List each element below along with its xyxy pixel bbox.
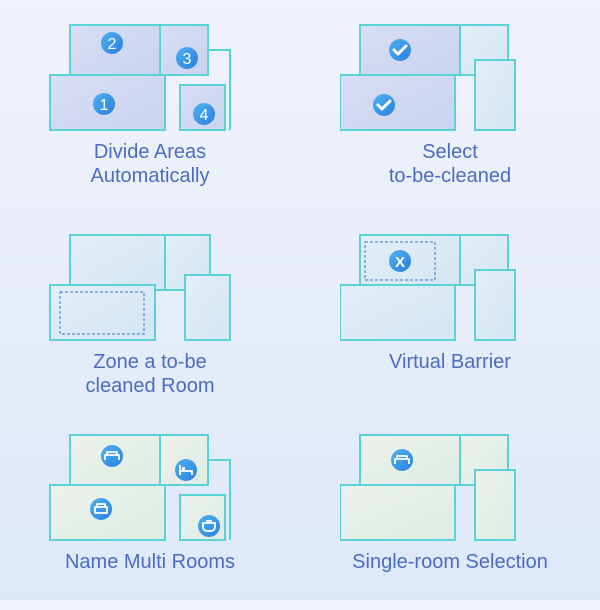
panel-name-multi-rooms: Name Multi Rooms [0, 410, 300, 610]
caption: Divide Areas Automatically [90, 141, 210, 187]
badge-1: 1 [93, 93, 115, 115]
floor-map: 2 3 1 4 [49, 24, 231, 131]
barrier-zone [364, 241, 436, 281]
svg-text:1: 1 [100, 97, 109, 114]
floor-map: X [340, 234, 516, 341]
svg-text:X: X [395, 254, 405, 271]
badge-4: 4 [193, 103, 215, 125]
badge-3: 3 [176, 47, 198, 69]
room-bottom [340, 484, 456, 541]
svg-text:2: 2 [108, 36, 117, 53]
sofa-icon [391, 449, 413, 471]
armchair-icon [90, 498, 112, 520]
panel-divide-areas: 2 3 1 4 Divide Areas Automatically [0, 0, 300, 200]
bed-icon [175, 459, 197, 481]
room-selected-bottom [340, 74, 456, 131]
room-top [69, 234, 166, 291]
floor-map [49, 234, 231, 341]
panel-single-room-selection: Single-room Selection [300, 410, 600, 610]
room-bottom-right [184, 274, 231, 341]
svg-text:3: 3 [183, 51, 192, 68]
floor-map [340, 24, 516, 131]
room-bottom-right [474, 469, 516, 541]
panel-select-to-be-cleaned: Select to-be-cleaned [300, 0, 600, 200]
room-bottom-right [474, 269, 516, 341]
badge-2: 2 [101, 32, 123, 54]
room-bottom [49, 284, 156, 341]
check-icon [373, 94, 395, 116]
floor-map [49, 434, 231, 541]
caption: Virtual Barrier [389, 351, 511, 373]
room-bottom [340, 284, 456, 341]
no-go-icon: X [389, 250, 411, 272]
svg-text:4: 4 [200, 107, 209, 124]
panel-virtual-barrier: X Virtual Barrier [300, 210, 600, 410]
caption: Select to-be-cleaned [388, 141, 512, 187]
caption: Single-room Selection [352, 551, 548, 573]
panel-zone-cleaning: Zone a to-be cleaned Room [0, 210, 300, 410]
check-icon [389, 39, 411, 61]
caption: Name Multi Rooms [64, 551, 236, 573]
caption: Zone a to-be cleaned Room [85, 351, 215, 397]
pot-icon [198, 515, 220, 537]
floor-map [340, 434, 516, 541]
cleaning-zone [59, 291, 145, 335]
sofa-icon [101, 445, 123, 467]
room-unselected-right [474, 59, 516, 131]
